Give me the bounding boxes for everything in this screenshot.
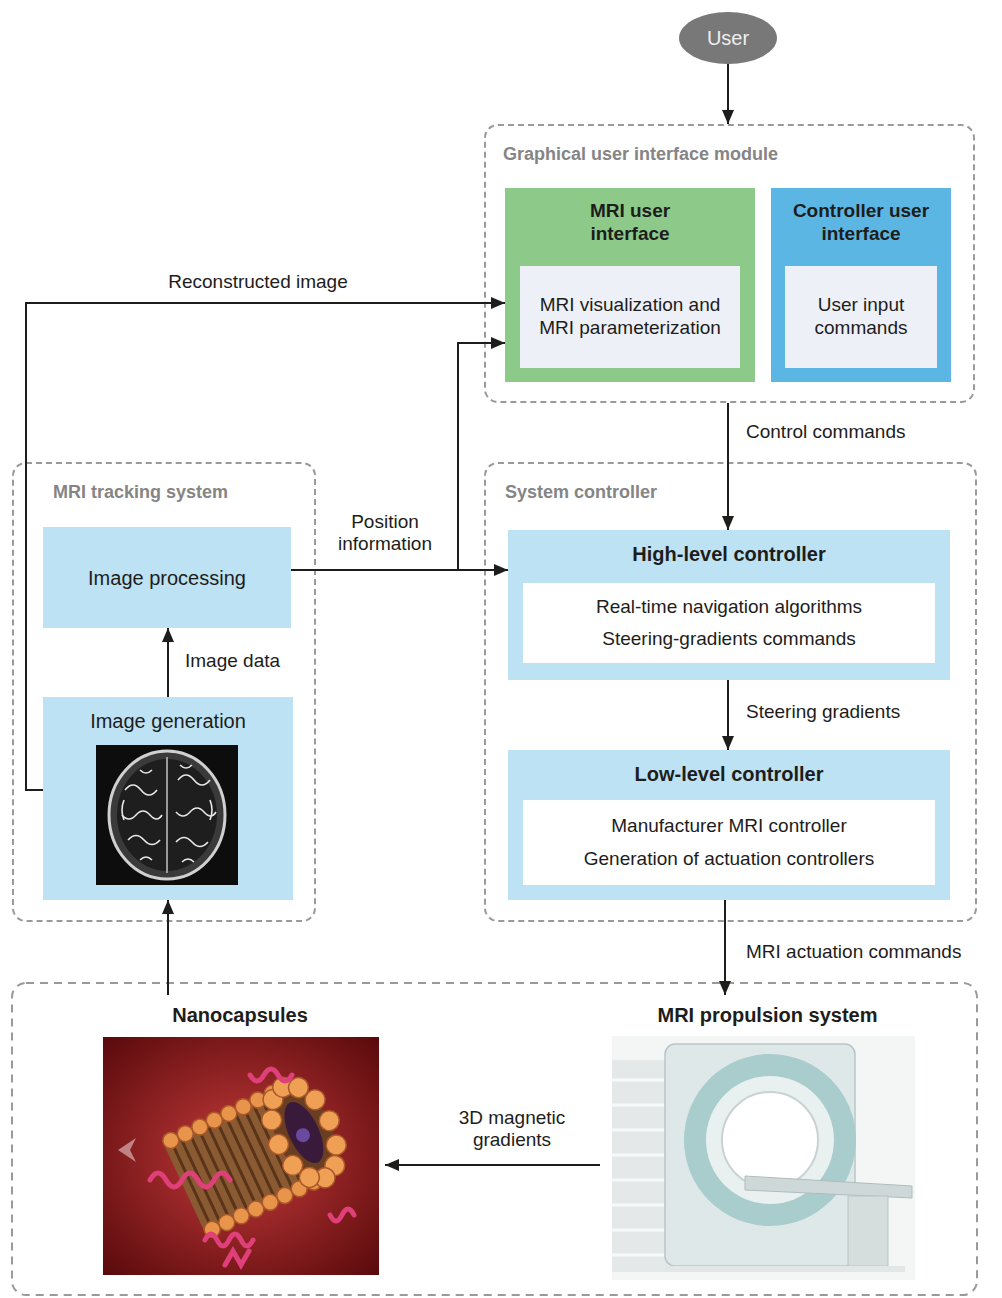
edge-label: Steering gradients (746, 701, 900, 723)
box-text-line: Real-time navigation algorithms (596, 591, 862, 623)
process-box: Image processing (43, 527, 291, 628)
box-label: Image processing (88, 566, 246, 590)
connector-arrow (727, 680, 729, 750)
controller-panel: Low-level controllerManufacturer MRI con… (508, 750, 950, 900)
box-label: Controller user interface (779, 200, 944, 246)
connector-arrow (167, 628, 169, 697)
connector-arrow (291, 343, 505, 570)
box-label: User (707, 26, 749, 50)
module-group: System controllerHigh-level controllerRe… (484, 462, 977, 922)
box-label: User input commands (793, 294, 929, 340)
box-label: Nanocapsules (99, 1003, 381, 1027)
box-label: MRI tracking system (53, 482, 273, 504)
interface-panel: Controller user interfaceUser input comm… (771, 188, 951, 382)
box-text-line: Generation of actuation controllers (584, 843, 874, 875)
edge-label: Control commands (746, 421, 905, 443)
connector-arrow (291, 569, 508, 571)
process-box: Image generation (43, 697, 293, 900)
interface-panel: MRI user interfaceMRI visualization and … (505, 188, 755, 382)
edge-label: Image data (185, 650, 280, 672)
process-box: Manufacturer MRI controllerGeneration of… (523, 800, 935, 885)
mri-scanner-image (612, 1036, 915, 1280)
connector-arrow (727, 64, 729, 124)
connector-arrow (167, 900, 169, 995)
process-box: MRI visualization and MRI parameterizati… (520, 266, 740, 368)
process-box: Real-time navigation algorithmsSteering-… (523, 583, 935, 663)
connector-arrow (724, 900, 726, 995)
box-label: MRI propulsion system (604, 1003, 931, 1027)
box-label: MRI user interface (560, 200, 700, 246)
box-label: Low-level controller (514, 762, 944, 786)
module-group: MRI tracking systemImage processingImage… (12, 462, 316, 922)
controller-panel: High-level controllerReal-time navigatio… (508, 530, 950, 680)
module-group: Graphical user interface moduleMRI user … (484, 124, 975, 403)
box-label: High-level controller (514, 542, 944, 566)
edge-label: Position information (325, 511, 445, 555)
connector-arrow (385, 1164, 600, 1166)
image-panel: Nanocapsules (95, 995, 385, 1280)
box-label: System controller (505, 482, 954, 504)
box-label: Graphical user interface module (503, 144, 954, 166)
box-text-line: Steering-gradients commands (602, 623, 855, 655)
process-box: User input commands (785, 266, 937, 368)
image-panel: MRI propulsion system (600, 995, 935, 1285)
box-label: Image generation (49, 709, 287, 733)
connector-arrow (727, 403, 729, 530)
nanocapsule-image (103, 1037, 379, 1275)
edge-label: MRI actuation commands (746, 941, 961, 963)
edge-label: Reconstructed image (168, 271, 348, 293)
edge-label: 3D magnetic gradients (442, 1107, 582, 1151)
box-label: MRI visualization and MRI parameterizati… (533, 294, 728, 340)
group-outline (12, 983, 977, 1295)
box-text-line: Manufacturer MRI controller (611, 810, 846, 842)
user-ellipse: User (679, 12, 777, 64)
